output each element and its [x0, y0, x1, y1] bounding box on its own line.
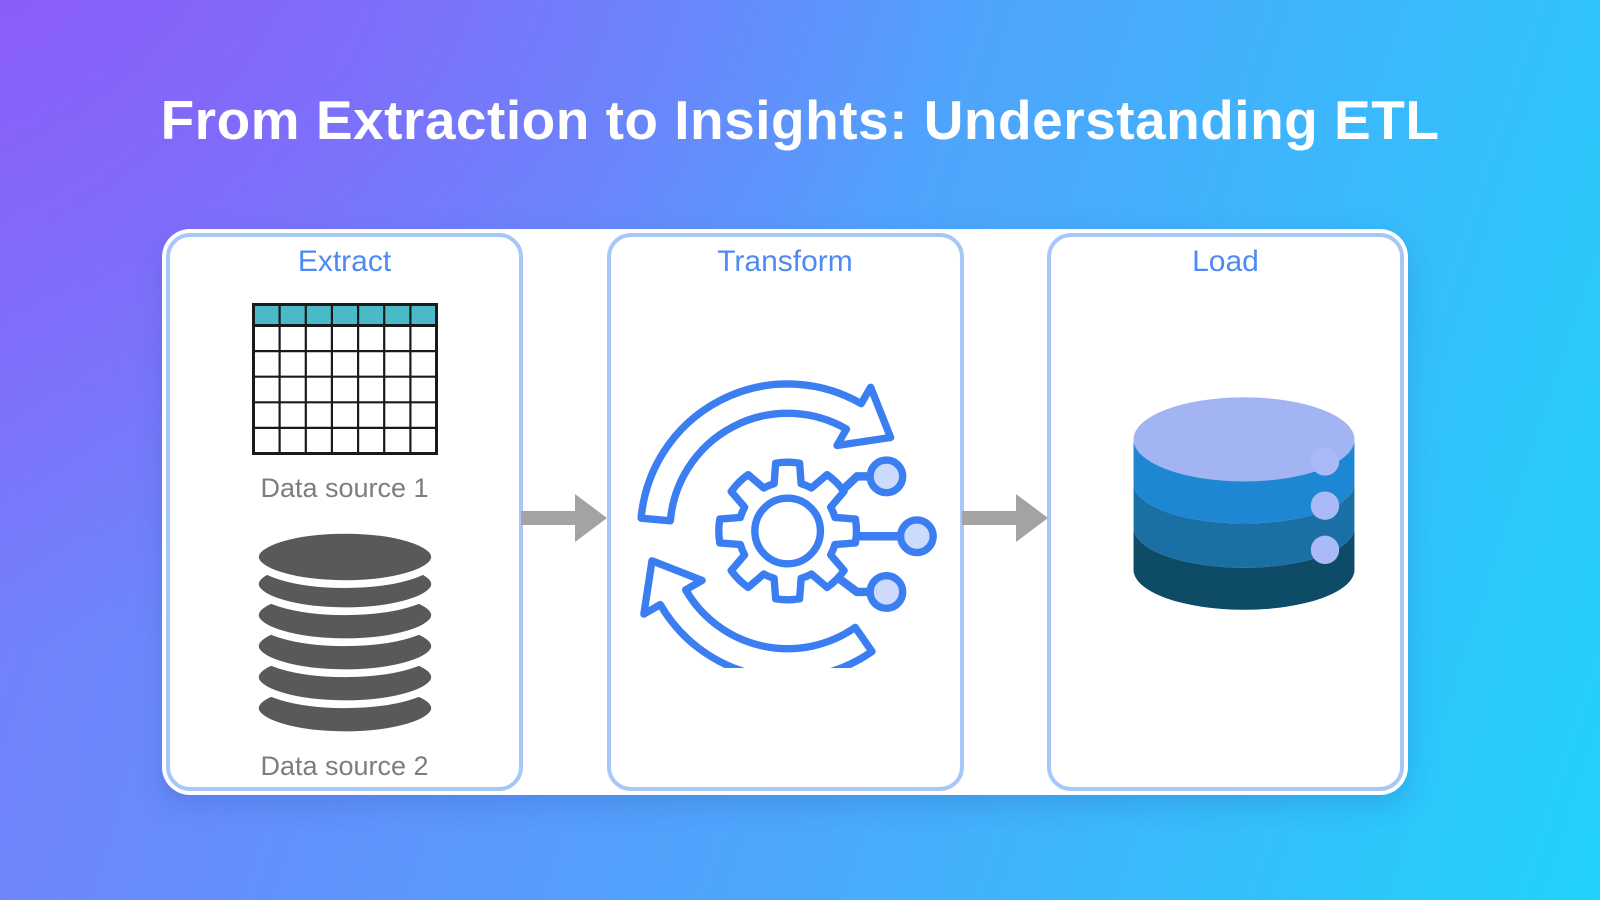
stage-card-extract: Extract Data source 1 Data source 2	[166, 233, 523, 791]
page-title: From Extraction to Insights: Understandi…	[160, 89, 1440, 151]
data-source-1-label: Data source 1	[260, 473, 429, 503]
database-gray-icon	[250, 525, 439, 740]
stage-card-transform: Transform	[606, 233, 964, 791]
flow-arrow-icon	[962, 494, 1048, 542]
data-source-2-label: Data source 2	[260, 751, 429, 781]
gear-sync-icon	[637, 380, 937, 668]
stage-card-load: Load	[1047, 233, 1404, 791]
database-blue-icon	[1133, 397, 1354, 610]
stage-title-transform: Transform	[717, 245, 853, 278]
stage-title-load: Load	[1192, 245, 1259, 278]
flow-arrow-icon	[521, 494, 607, 542]
etl-panel: Extract Data source 1 Data source 2 Tran…	[162, 229, 1408, 795]
table-icon	[251, 303, 438, 455]
stage-title-extract: Extract	[297, 245, 392, 278]
